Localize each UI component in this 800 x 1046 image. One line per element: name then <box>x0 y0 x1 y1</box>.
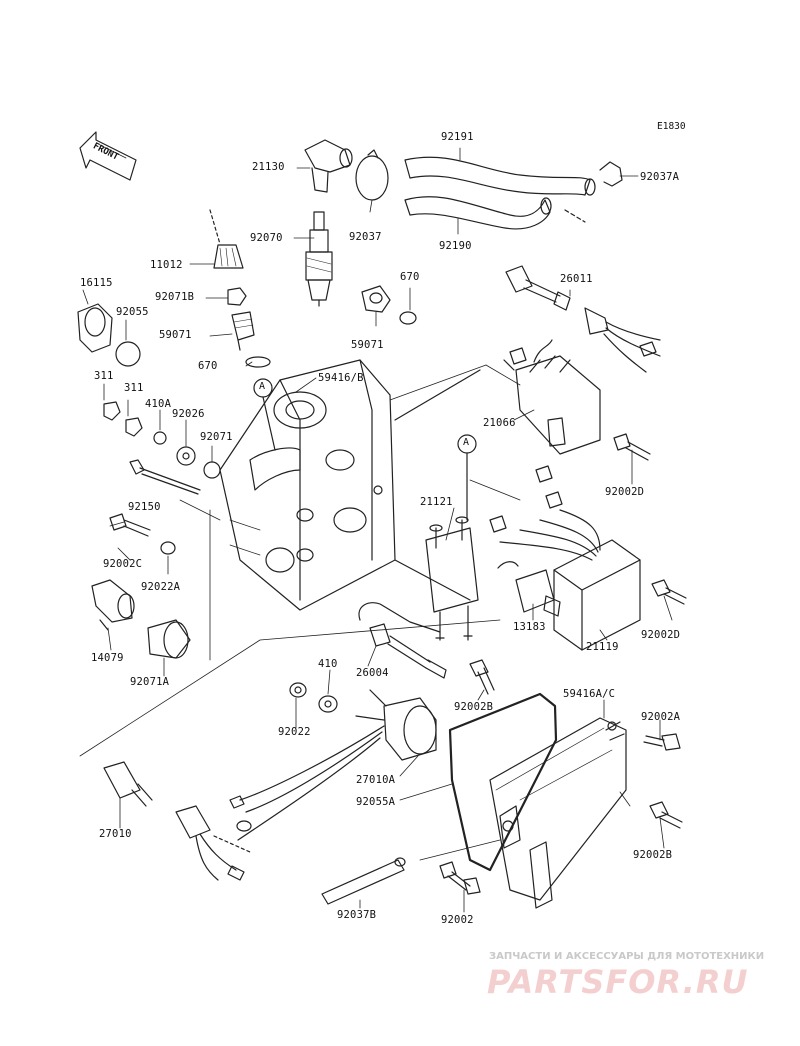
part-label: 16115 <box>80 277 113 289</box>
spark-plug-cap-part <box>304 139 353 193</box>
sensor-26004-part <box>358 602 447 679</box>
part-label: 92071 <box>200 431 233 443</box>
part-label: 13183 <box>513 621 546 633</box>
part-label: 92002 <box>441 914 474 926</box>
cover-59416ac-part <box>489 717 627 909</box>
part-label: 92190 <box>439 240 472 252</box>
spark-plug-part <box>305 211 333 307</box>
bolt-92002d-lower-part <box>651 579 687 605</box>
cdi-box-part <box>489 465 641 651</box>
connector-26011-part <box>505 265 661 373</box>
part-label: 410 <box>318 658 338 670</box>
cap-part <box>209 209 244 269</box>
part-label: 92037 <box>349 231 382 243</box>
part-label: 92070 <box>250 232 283 244</box>
hose-upper-part <box>404 156 596 196</box>
bolt-92002b-center-part <box>469 659 495 695</box>
fitting-right-part <box>361 285 391 313</box>
regulator-21066-part <box>503 339 601 455</box>
gasket-92055a-part <box>448 692 558 872</box>
washer-92022 <box>289 682 307 698</box>
collar-92071a-part <box>147 619 191 659</box>
washer-410a <box>153 431 167 445</box>
part-label: 27010A <box>356 774 396 786</box>
part-label: 92022 <box>278 726 311 738</box>
part-label: 59416A/C <box>563 688 616 700</box>
watermark-logo: PARTSFOR.RU <box>487 963 749 1001</box>
o-ring-part <box>245 356 271 368</box>
washer-92026 <box>176 446 196 466</box>
part-label: 92055A <box>356 796 396 808</box>
washer-92022a <box>160 541 176 555</box>
part-label: 21119 <box>586 641 619 653</box>
part-label: 92055 <box>116 306 149 318</box>
part-label: 92002C <box>103 558 143 570</box>
part-label: 92002B <box>454 701 494 713</box>
part-label: 21066 <box>483 417 516 429</box>
hose-clamp-part <box>355 149 389 201</box>
part-label: 92002B <box>633 849 673 861</box>
callout-a-left <box>253 378 276 451</box>
part-label: 92002D <box>641 629 681 641</box>
hose-lower-part <box>404 196 586 230</box>
nut-311-b <box>125 417 143 437</box>
cylinder-head-housing-part <box>219 359 481 611</box>
nut-part <box>227 287 247 306</box>
sensor-14079-part <box>91 579 135 631</box>
part-label: 92037B <box>337 909 377 921</box>
part-label: 92037A <box>640 171 680 183</box>
nut-311-a <box>103 401 121 421</box>
part-label: 26004 <box>356 667 389 679</box>
part-label: 92022A <box>141 581 181 593</box>
fitting-part <box>231 311 255 351</box>
part-label: 21130 <box>252 161 285 173</box>
bolt-92002-part <box>439 861 481 895</box>
o-ring-right-part <box>399 311 417 325</box>
diagram-code: E1830 <box>657 121 686 132</box>
callout-a-right <box>457 434 477 521</box>
switch-27010-part <box>103 761 251 881</box>
washer-410 <box>318 695 338 713</box>
part-label: 59416/B <box>318 372 364 384</box>
front-arrow-icon <box>79 131 137 181</box>
filler-cap-part <box>77 303 113 353</box>
nut-92071 <box>203 461 221 479</box>
callout-letter-left: A <box>259 381 266 392</box>
leader-lines <box>79 147 673 913</box>
part-label: 59071 <box>159 329 192 341</box>
part-label: 92071A <box>130 676 170 688</box>
watermark-subtitle: ЗАПЧАСТИ И АКСЕССУАРЫ ДЛЯ МОТОТЕХНИКИ <box>489 951 765 962</box>
bracket-13183-part <box>497 561 555 613</box>
part-label: 410A <box>145 398 172 410</box>
part-label: 92191 <box>441 131 474 143</box>
part-label: 59071 <box>351 339 384 351</box>
part-label: 11012 <box>150 259 183 271</box>
bolt-92150-part <box>129 459 201 495</box>
starter-relay-part <box>229 689 437 841</box>
part-label: 311 <box>124 382 144 394</box>
strap-92037b-part <box>321 857 406 905</box>
bolt-92002d-part <box>613 433 651 461</box>
part-label: 92150 <box>128 501 161 513</box>
ignition-coil-part <box>425 516 479 641</box>
part-label: 670 <box>400 271 420 283</box>
bolt-92002a-part <box>643 733 681 751</box>
part-label: 14079 <box>91 652 124 664</box>
part-label: 27010 <box>99 828 132 840</box>
bolt-92002b-right-part <box>649 801 683 829</box>
part-label: 21121 <box>420 496 453 508</box>
part-label: 92002A <box>641 711 681 723</box>
part-label: 92071B <box>155 291 195 303</box>
part-label: 311 <box>94 370 114 382</box>
part-label: 26011 <box>560 273 593 285</box>
part-label: 670 <box>198 360 218 372</box>
clip-part <box>599 161 623 187</box>
gasket-92055-part <box>115 341 141 367</box>
part-label: 92002D <box>605 486 645 498</box>
callout-letter-right: A <box>463 437 470 448</box>
part-label: 92026 <box>172 408 205 420</box>
bolt-92002c-part <box>109 513 151 537</box>
